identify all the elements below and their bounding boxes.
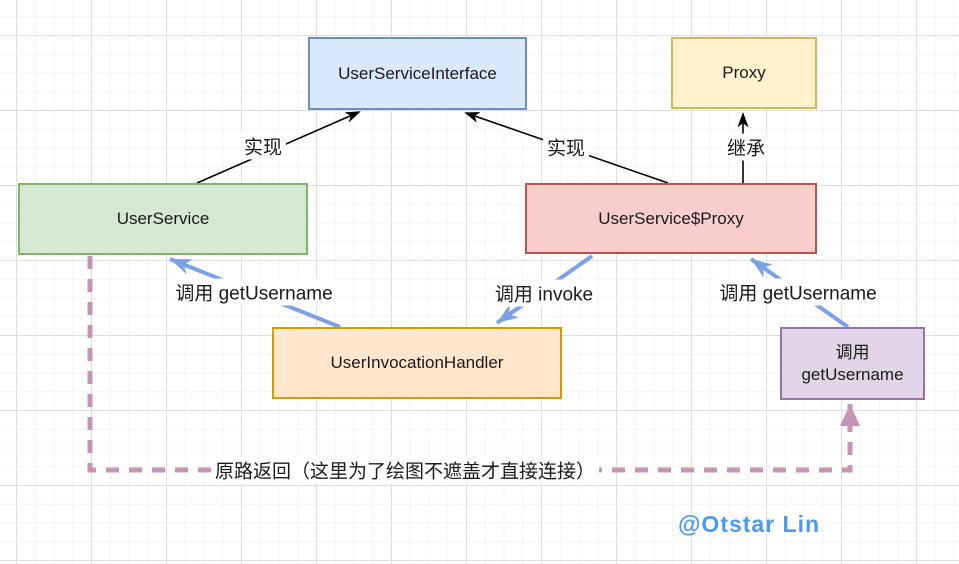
label-implements-left: 实现	[239, 132, 287, 160]
node-label: UserService$Proxy	[598, 208, 744, 228]
node-label: UserService	[116, 209, 210, 229]
node-call-getusername[interactable]: 调用 getUsername	[780, 327, 925, 400]
node-user-service-interface[interactable]: UserServiceInterface	[308, 37, 527, 110]
node-label-line1: 调用	[835, 343, 870, 363]
label-extends: 继承	[722, 133, 770, 161]
node-user-invocation-handler[interactable]: UserInvocationHandler	[272, 327, 562, 399]
label-return-path: 原路返回（这里为了绘图不遮盖才直接连接）	[210, 456, 600, 484]
node-proxy[interactable]: Proxy	[671, 37, 817, 109]
node-user-service[interactable]: UserService	[18, 183, 308, 255]
label-implements-right: 实现	[542, 133, 590, 161]
node-label: UserInvocationHandler	[330, 353, 504, 373]
watermark-author: @Otstar Lin	[678, 511, 821, 537]
node-label: Proxy	[722, 63, 766, 83]
label-call-invoke: 调用 invoke	[490, 279, 598, 307]
node-user-service-proxy[interactable]: UserService$Proxy	[525, 183, 817, 254]
label-call-getusername-right: 调用 getUsername	[715, 278, 881, 306]
node-label: UserServiceInterface	[338, 63, 497, 83]
node-label-line2: getUsername	[801, 364, 904, 384]
label-call-getusername-left: 调用 getUsername	[171, 278, 337, 306]
